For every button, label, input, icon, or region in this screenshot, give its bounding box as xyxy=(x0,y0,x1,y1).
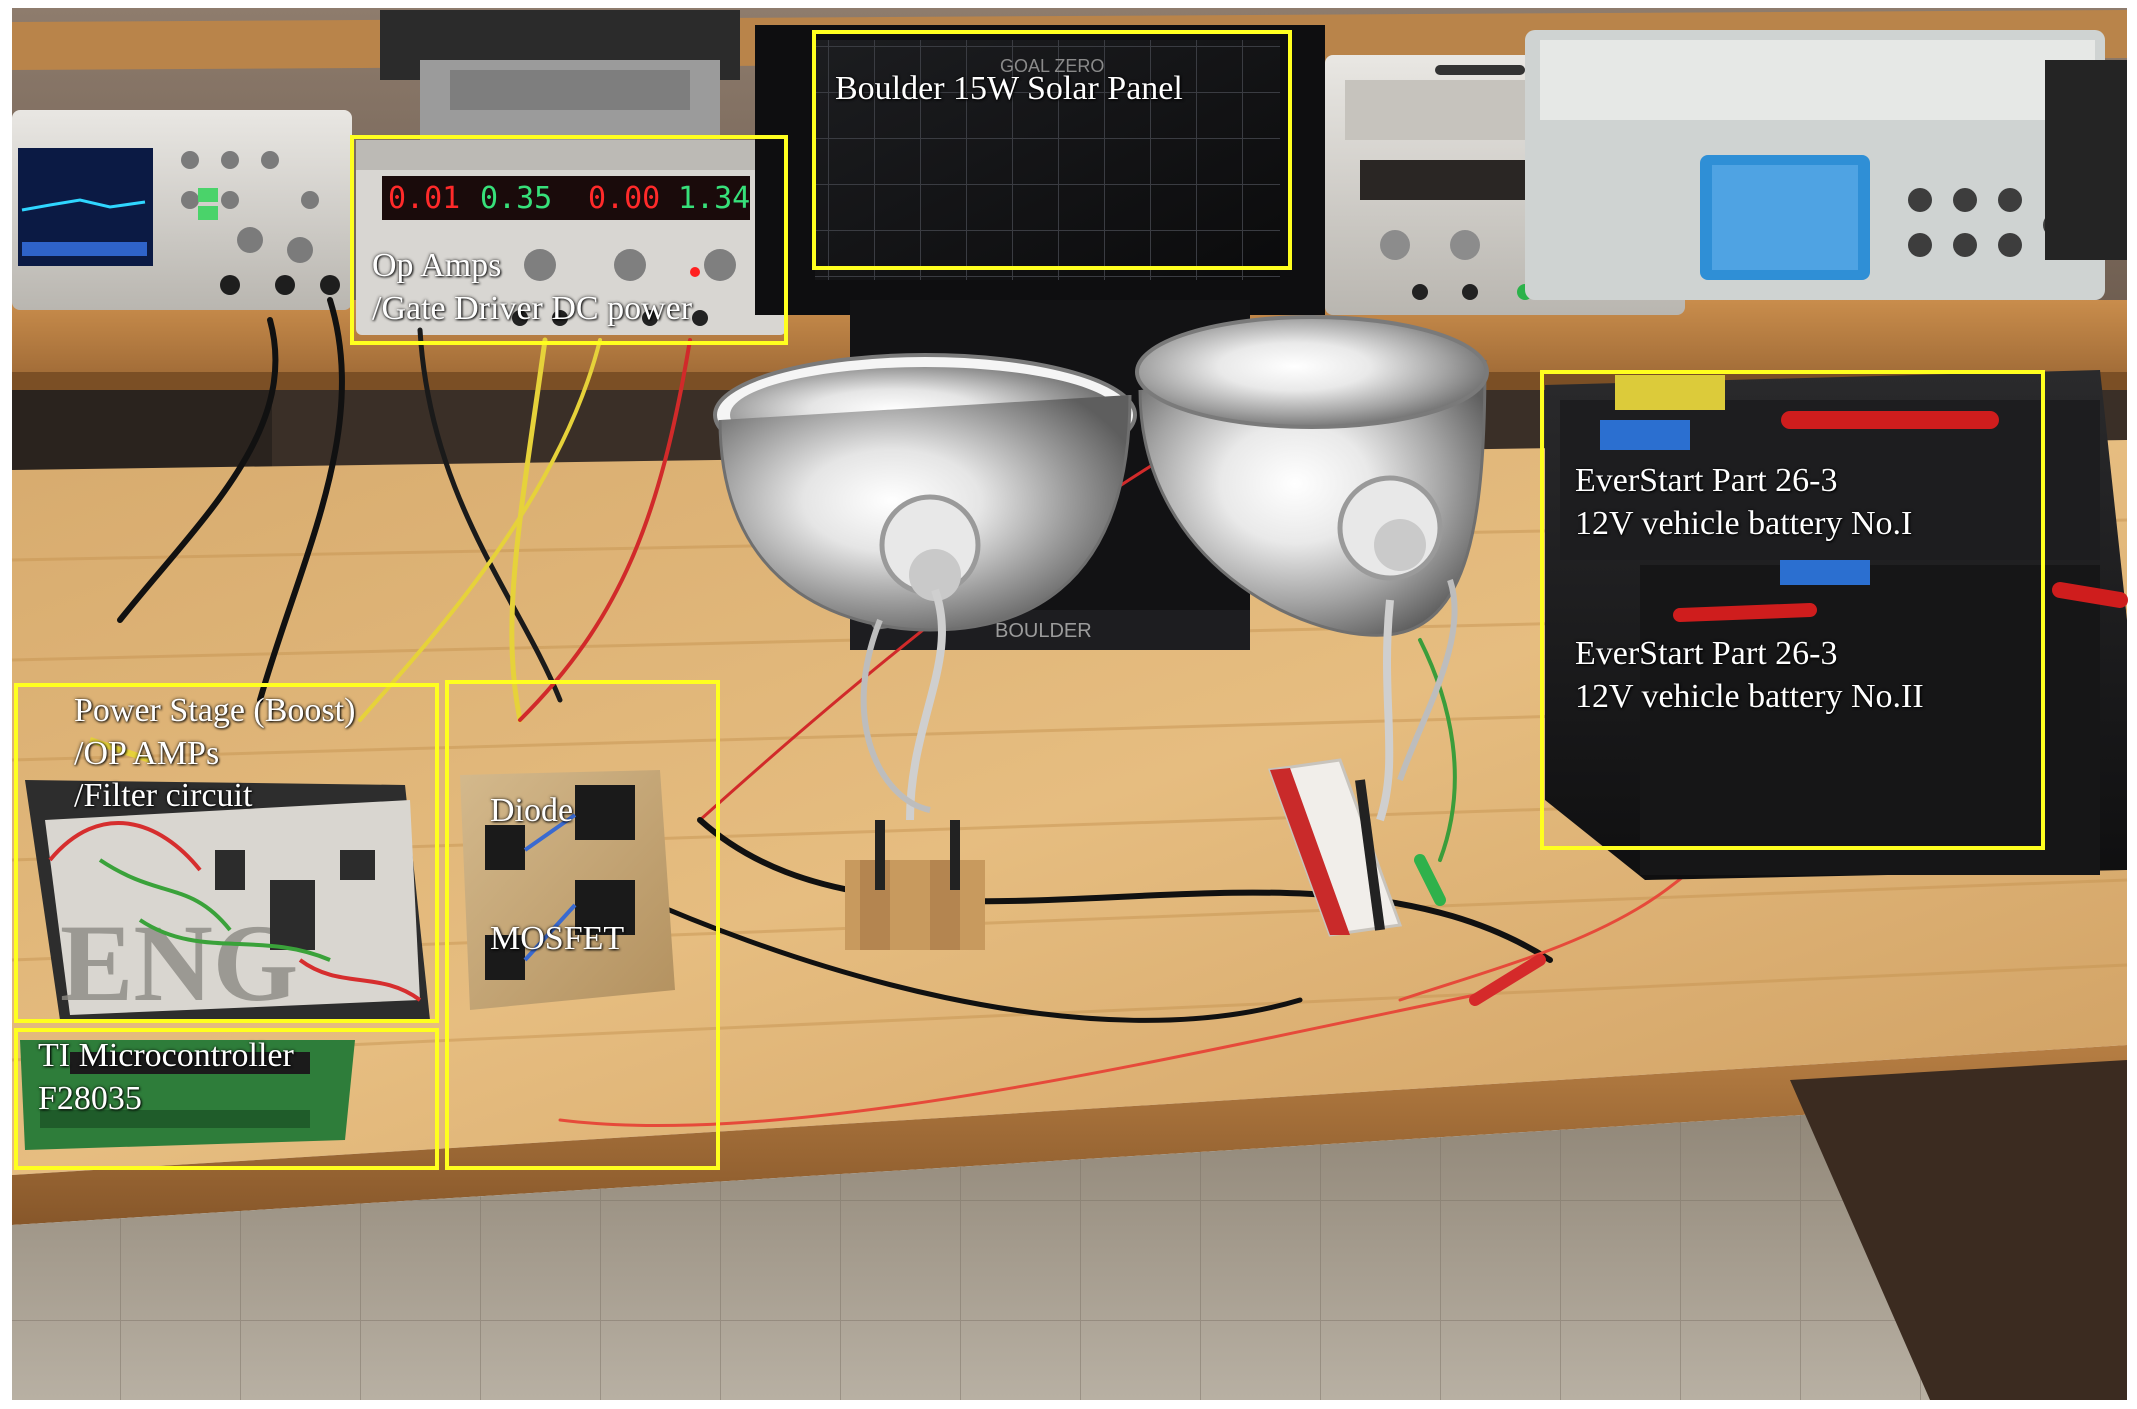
battery-1-label-line-1: EverStart Part 26-3 xyxy=(1575,462,1838,499)
dc-power-label: Op Amps /Gate Driver DC power xyxy=(372,245,692,330)
mosfet-label-line: MOSFET xyxy=(490,920,625,957)
battery-2-label-line-1: EverStart Part 26-3 xyxy=(1575,635,1838,672)
power-stage-label-line-1: Power Stage (Boost) xyxy=(74,692,356,729)
power-stage-label-line-3: /Filter circuit xyxy=(74,777,253,814)
battery-box xyxy=(1540,370,2045,850)
battery-1-label: EverStart Part 26-3 12V vehicle battery … xyxy=(1575,460,1912,545)
diode-label-line: Diode xyxy=(490,792,574,829)
battery-2-label: EverStart Part 26-3 12V vehicle battery … xyxy=(1575,633,1924,718)
dc-power-label-line-2: /Gate Driver DC power xyxy=(372,289,693,327)
diode-label: Diode xyxy=(490,790,573,833)
battery-1-label-line-2: 12V vehicle battery No.I xyxy=(1575,504,1913,542)
goal-zero-logo: GOAL ZERO xyxy=(1000,56,1104,76)
dc-power-label-line-1: Op Amps xyxy=(372,247,502,284)
microcontroller-box xyxy=(14,1028,439,1170)
psu-display-3: 0.00 xyxy=(588,181,660,216)
power-stage-label: Power Stage (Boost) /OP AMPs /Filter cir… xyxy=(74,690,355,818)
diode-mosfet-box xyxy=(445,680,720,1170)
solar-panel-box xyxy=(812,30,1292,270)
microcontroller-label: TI Microcontroller F28035 xyxy=(38,1035,294,1120)
microcontroller-label-line-1: TI Microcontroller xyxy=(38,1037,294,1074)
power-stage-box xyxy=(14,683,439,1023)
dc-power-box xyxy=(350,135,788,345)
psu-display-1: 0.01 xyxy=(388,181,460,216)
battery-2-label-line-2: 12V vehicle battery No.II xyxy=(1575,677,1924,715)
microcontroller-label-line-2: F28035 xyxy=(38,1079,142,1117)
power-stage-label-line-2: /OP AMPs xyxy=(74,734,220,772)
psu-display-2: 0.35 xyxy=(480,181,552,216)
board-sign-letters: ENG xyxy=(60,902,298,1024)
solar-panel-label-line: Boulder 15W Solar Panel xyxy=(835,70,1183,107)
psu-display-4: 1.34 xyxy=(678,181,750,216)
boulder-stand-label: BOULDER xyxy=(995,620,1092,642)
mosfet-label: MOSFET xyxy=(490,918,624,961)
solar-panel-label: Boulder 15W Solar Panel xyxy=(835,68,1183,111)
